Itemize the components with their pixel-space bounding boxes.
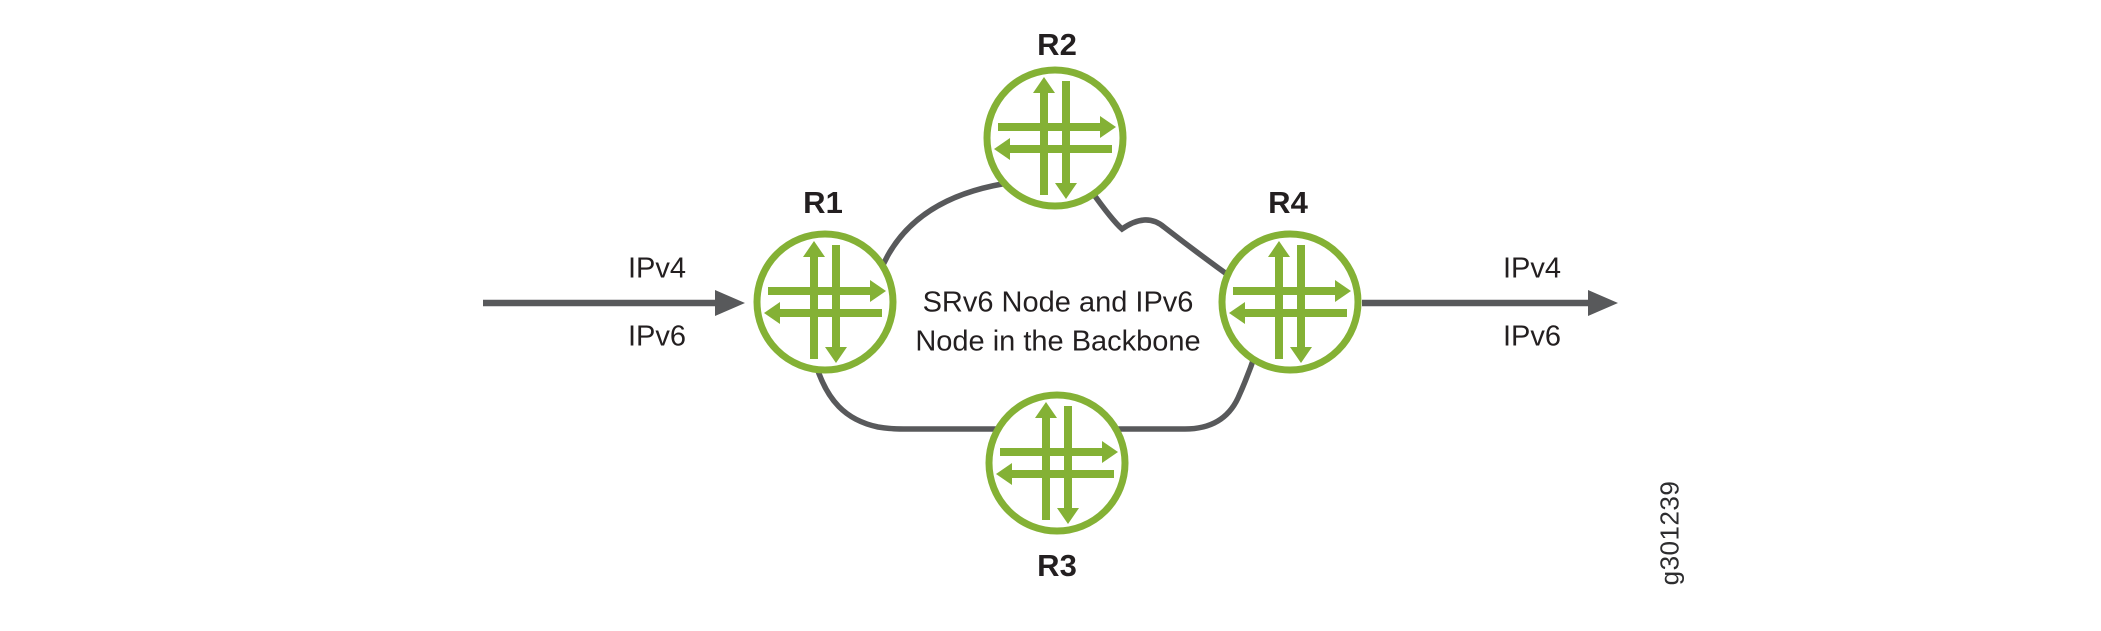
router-r2-icon: [987, 70, 1123, 206]
router-r3-icon: [989, 395, 1125, 531]
router-r3-label: R3: [1037, 548, 1077, 583]
router-r1-label: R1: [803, 185, 843, 220]
egress-arrow-icon: [1362, 290, 1618, 316]
link-r3-r4: [1110, 351, 1259, 432]
egress-ipv6-label: IPv6: [1502, 320, 1562, 353]
backbone-caption-line1: SRv6 Node and IPv6: [922, 286, 1194, 319]
figure-id: g301239: [1654, 480, 1685, 586]
link-r1-r2: [877, 179, 1016, 274]
ingress-arrow-icon: [483, 290, 745, 316]
backbone-caption-line2: Node in the Backbone: [915, 325, 1201, 358]
link-r1-r3: [813, 364, 1005, 432]
link-r2-r4: [1089, 190, 1237, 283]
router-r4-label: R4: [1268, 185, 1308, 220]
router-r2-label: R2: [1037, 27, 1077, 62]
ingress-ipv4-label: IPv4: [627, 252, 687, 285]
router-r1-icon: [757, 234, 893, 370]
egress-ipv4-label: IPv4: [1502, 252, 1562, 285]
ingress-ipv6-label: IPv6: [627, 320, 687, 353]
router-r4-icon: [1222, 234, 1358, 370]
